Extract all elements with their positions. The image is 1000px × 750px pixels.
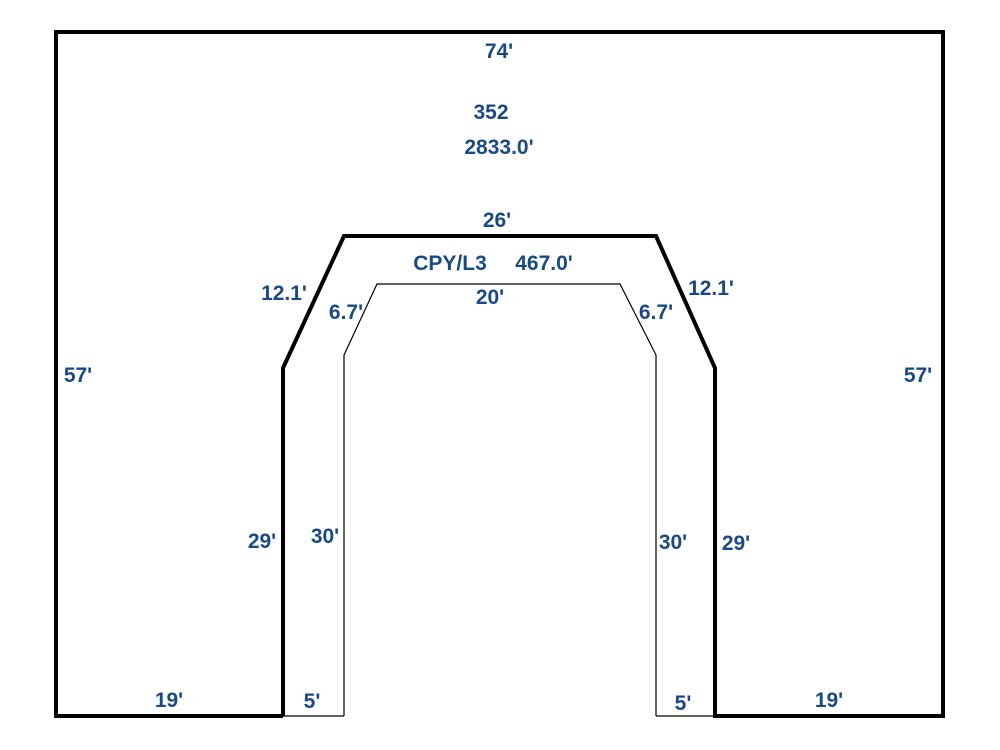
outer-room-number: 352 <box>473 101 508 124</box>
inner-area-outline <box>343 283 657 716</box>
cutout-left-chamfer-dimension: 12.1' <box>261 282 307 305</box>
cutout-left-side-dimension: 29' <box>248 530 276 553</box>
inner-right-chamfer-dimension: 6.7' <box>639 301 673 324</box>
inner-top-dimension: 20' <box>476 286 504 309</box>
inner-area-code: CPY/L3 <box>413 252 487 275</box>
inner-bottom-left-dimension: 5' <box>304 690 321 713</box>
inner-left-chamfer-dimension: 6.7' <box>329 301 363 324</box>
inner-area-size: 467.0' <box>515 252 573 275</box>
cutout-right-side-dimension: 29' <box>722 532 750 555</box>
outer-left-dimension: 57' <box>64 364 92 387</box>
inner-right-side-dimension: 30' <box>659 531 687 554</box>
outer-top-dimension: 74' <box>485 40 513 63</box>
inner-left-side-dimension: 30' <box>311 525 339 548</box>
cutout-top-dimension: 26' <box>483 209 511 232</box>
cutout-right-chamfer-dimension: 12.1' <box>688 277 734 300</box>
inner-bottom-right-dimension: 5' <box>675 692 692 715</box>
outer-bottom-left-dimension: 19' <box>155 689 183 712</box>
outer-bottom-right-dimension: 19' <box>815 689 843 712</box>
outer-room-outline <box>54 30 945 718</box>
outer-room-area: 2833.0' <box>464 136 533 159</box>
outer-right-dimension: 57' <box>904 364 932 387</box>
